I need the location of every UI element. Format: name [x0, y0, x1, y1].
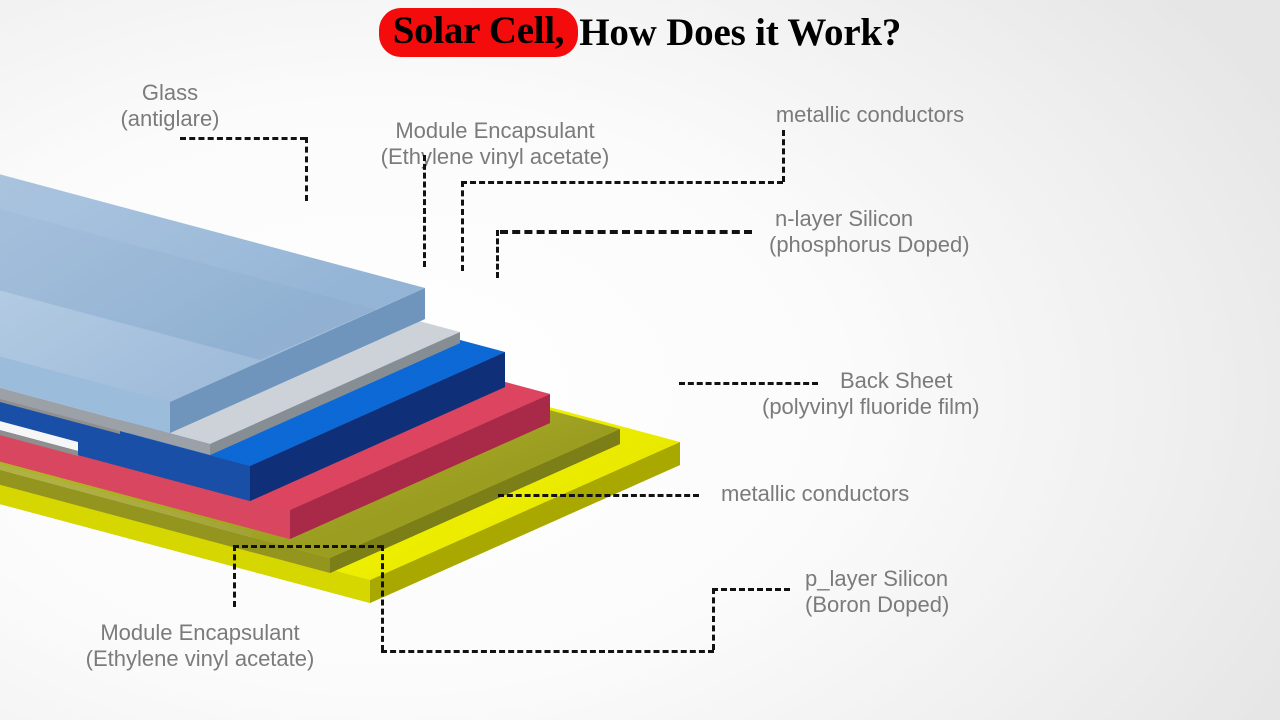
- leader-n-layer-vertical: [496, 230, 499, 278]
- label-metallic-conductors-top: metallic conductors: [775, 102, 965, 127]
- leader-metallic-bottom-horizontal: [498, 494, 699, 497]
- label-module-encapsulant-bottom: Module Encapsulant (Ethylene vinyl aceta…: [85, 620, 315, 671]
- title-highlight: Solar Cell,: [378, 8, 579, 57]
- solar-cell-exploded-view: [0, 60, 760, 680]
- title-rest: How Does it Work?: [579, 10, 902, 54]
- label-module-encapsulant-top: Module Encapsulant (Ethylene vinyl aceta…: [380, 118, 610, 169]
- leader-metallic-top-vertical-right: [782, 130, 785, 182]
- leader-encapsulant-top-vertical: [423, 155, 426, 267]
- page-title: Solar Cell,How Does it Work?: [0, 8, 1280, 57]
- label-p-layer-silicon: p_layer Silicon (Boron Doped): [805, 566, 950, 617]
- leader-metallic-top-horizontal: [461, 181, 783, 184]
- leader-metallic-top-vertical-left: [461, 181, 464, 271]
- leader-p-layer-vertical: [712, 588, 715, 650]
- leader-encapsulant-bottom-horizontal-bottom: [381, 650, 714, 653]
- label-glass: Glass (antiglare): [120, 80, 220, 131]
- leader-encapsulant-bottom-vertical-right: [381, 545, 384, 651]
- leader-glass-vertical: [305, 137, 308, 201]
- layer-glass-antiglare: [0, 174, 425, 433]
- leader-encapsulant-bottom-horizontal-top: [233, 545, 383, 548]
- leader-glass-horizontal: [180, 137, 306, 140]
- leader-p-layer-horizontal: [712, 588, 790, 591]
- leader-back-sheet-horizontal: [679, 382, 818, 385]
- leader-n-layer-horizontal: [500, 230, 752, 234]
- label-n-layer-silicon: n-layer Silicon (phosphorus Doped): [769, 206, 970, 257]
- leader-encapsulant-bottom-vertical-left: [233, 545, 236, 607]
- label-back-sheet: Back Sheet (polyvinyl fluoride film): [762, 368, 980, 419]
- label-metallic-conductors-bottom: metallic conductors: [721, 481, 910, 506]
- conductor-strip: [0, 421, 78, 451]
